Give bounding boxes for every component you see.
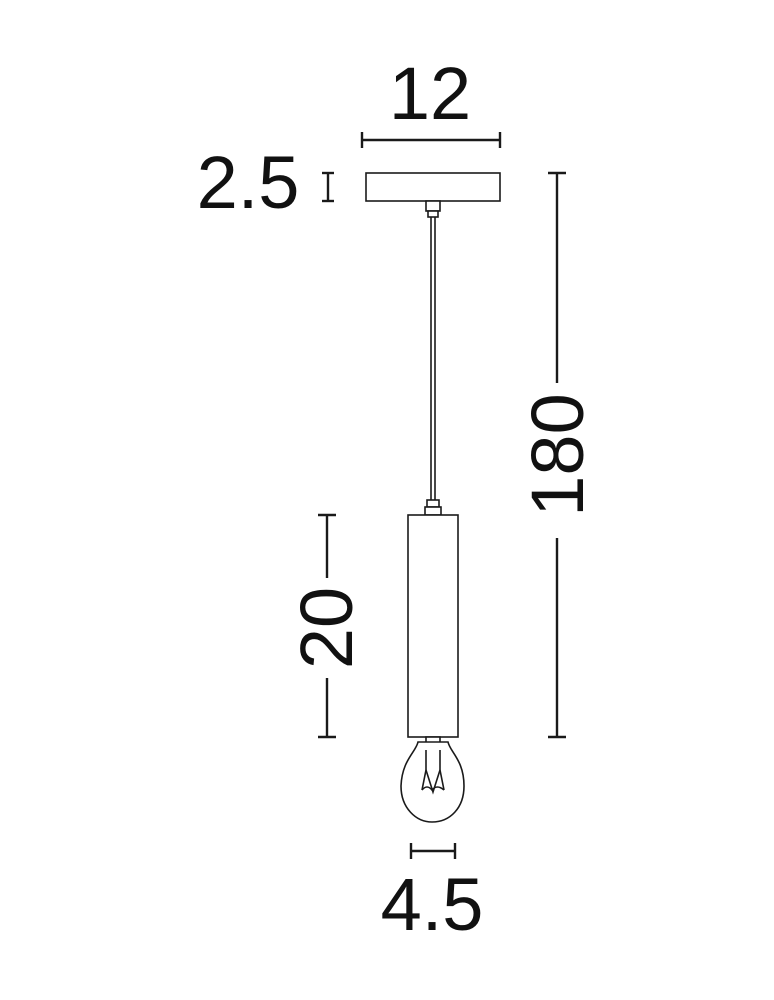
cord-grip-top xyxy=(425,200,441,218)
cylinder-shade xyxy=(407,514,459,738)
shade-height-label: 20 xyxy=(285,587,368,669)
total-height-dimension-line xyxy=(548,171,566,739)
bulb-diameter-label: 4.5 xyxy=(381,863,484,946)
light-bulb xyxy=(400,741,465,823)
canopy-height-label: 2.5 xyxy=(197,141,300,224)
total-height-label: 180 xyxy=(516,393,599,516)
ceiling-canopy xyxy=(365,172,501,202)
suspension-cord xyxy=(430,217,436,500)
shade-height-dimension-line xyxy=(318,513,336,739)
canopy-height-dimension-line xyxy=(322,171,334,203)
cord-grip-bottom xyxy=(424,499,442,516)
canopy-width-dimension-line xyxy=(360,132,502,148)
canopy-width-label: 12 xyxy=(389,52,471,135)
bulb-diameter-dimension-line xyxy=(409,843,457,859)
